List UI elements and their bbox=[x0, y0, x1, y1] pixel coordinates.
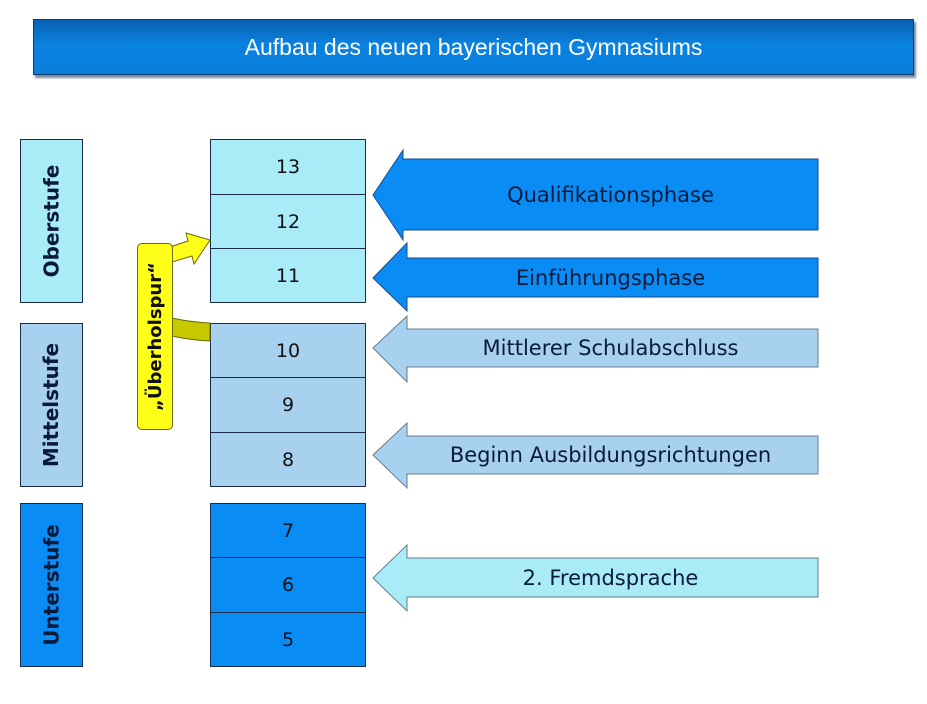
shortcut-arrow-icon bbox=[169, 232, 211, 266]
grade-8: 8 bbox=[210, 432, 366, 487]
arrow-qualifikationsphase bbox=[372, 148, 819, 242]
arrow-einfuehrungsphase bbox=[372, 241, 819, 313]
arrow-label: 2. Fremdsprache bbox=[522, 565, 699, 590]
grade-5: 5 bbox=[210, 612, 366, 667]
grade-11: 11 bbox=[210, 248, 366, 303]
grade-10: 10 bbox=[210, 323, 366, 378]
stage-oberstufe: Oberstufe bbox=[20, 139, 83, 303]
grade-9: 9 bbox=[210, 377, 366, 433]
arrow-label: Qualifikationsphase bbox=[507, 182, 714, 207]
arrow-label: Beginn Ausbildungsrichtungen bbox=[449, 443, 772, 467]
shortcut-label: „Überholspur“ bbox=[144, 262, 166, 411]
stage-mittelstufe: Mittelstufe bbox=[20, 323, 83, 487]
arrow-label: Einführungsphase bbox=[515, 265, 706, 290]
stage-unterstufe: Unterstufe bbox=[20, 503, 83, 667]
shortcut-box: „Überholspur“ bbox=[137, 243, 173, 430]
grade-13: 13 bbox=[210, 139, 366, 195]
grade-6: 6 bbox=[210, 557, 366, 613]
shortcut-curve bbox=[171, 317, 211, 342]
arrow-fremdsprache bbox=[372, 543, 819, 613]
arrow-beginn-ausbildungsrichtungen bbox=[372, 421, 819, 490]
slide-title: Aufbau des neuen bayerischen Gymnasiums bbox=[33, 19, 914, 75]
arrow-label: Mittlerer Schulabschluss bbox=[482, 336, 739, 360]
arrow-mittlerer-schulabschluss bbox=[372, 314, 819, 384]
